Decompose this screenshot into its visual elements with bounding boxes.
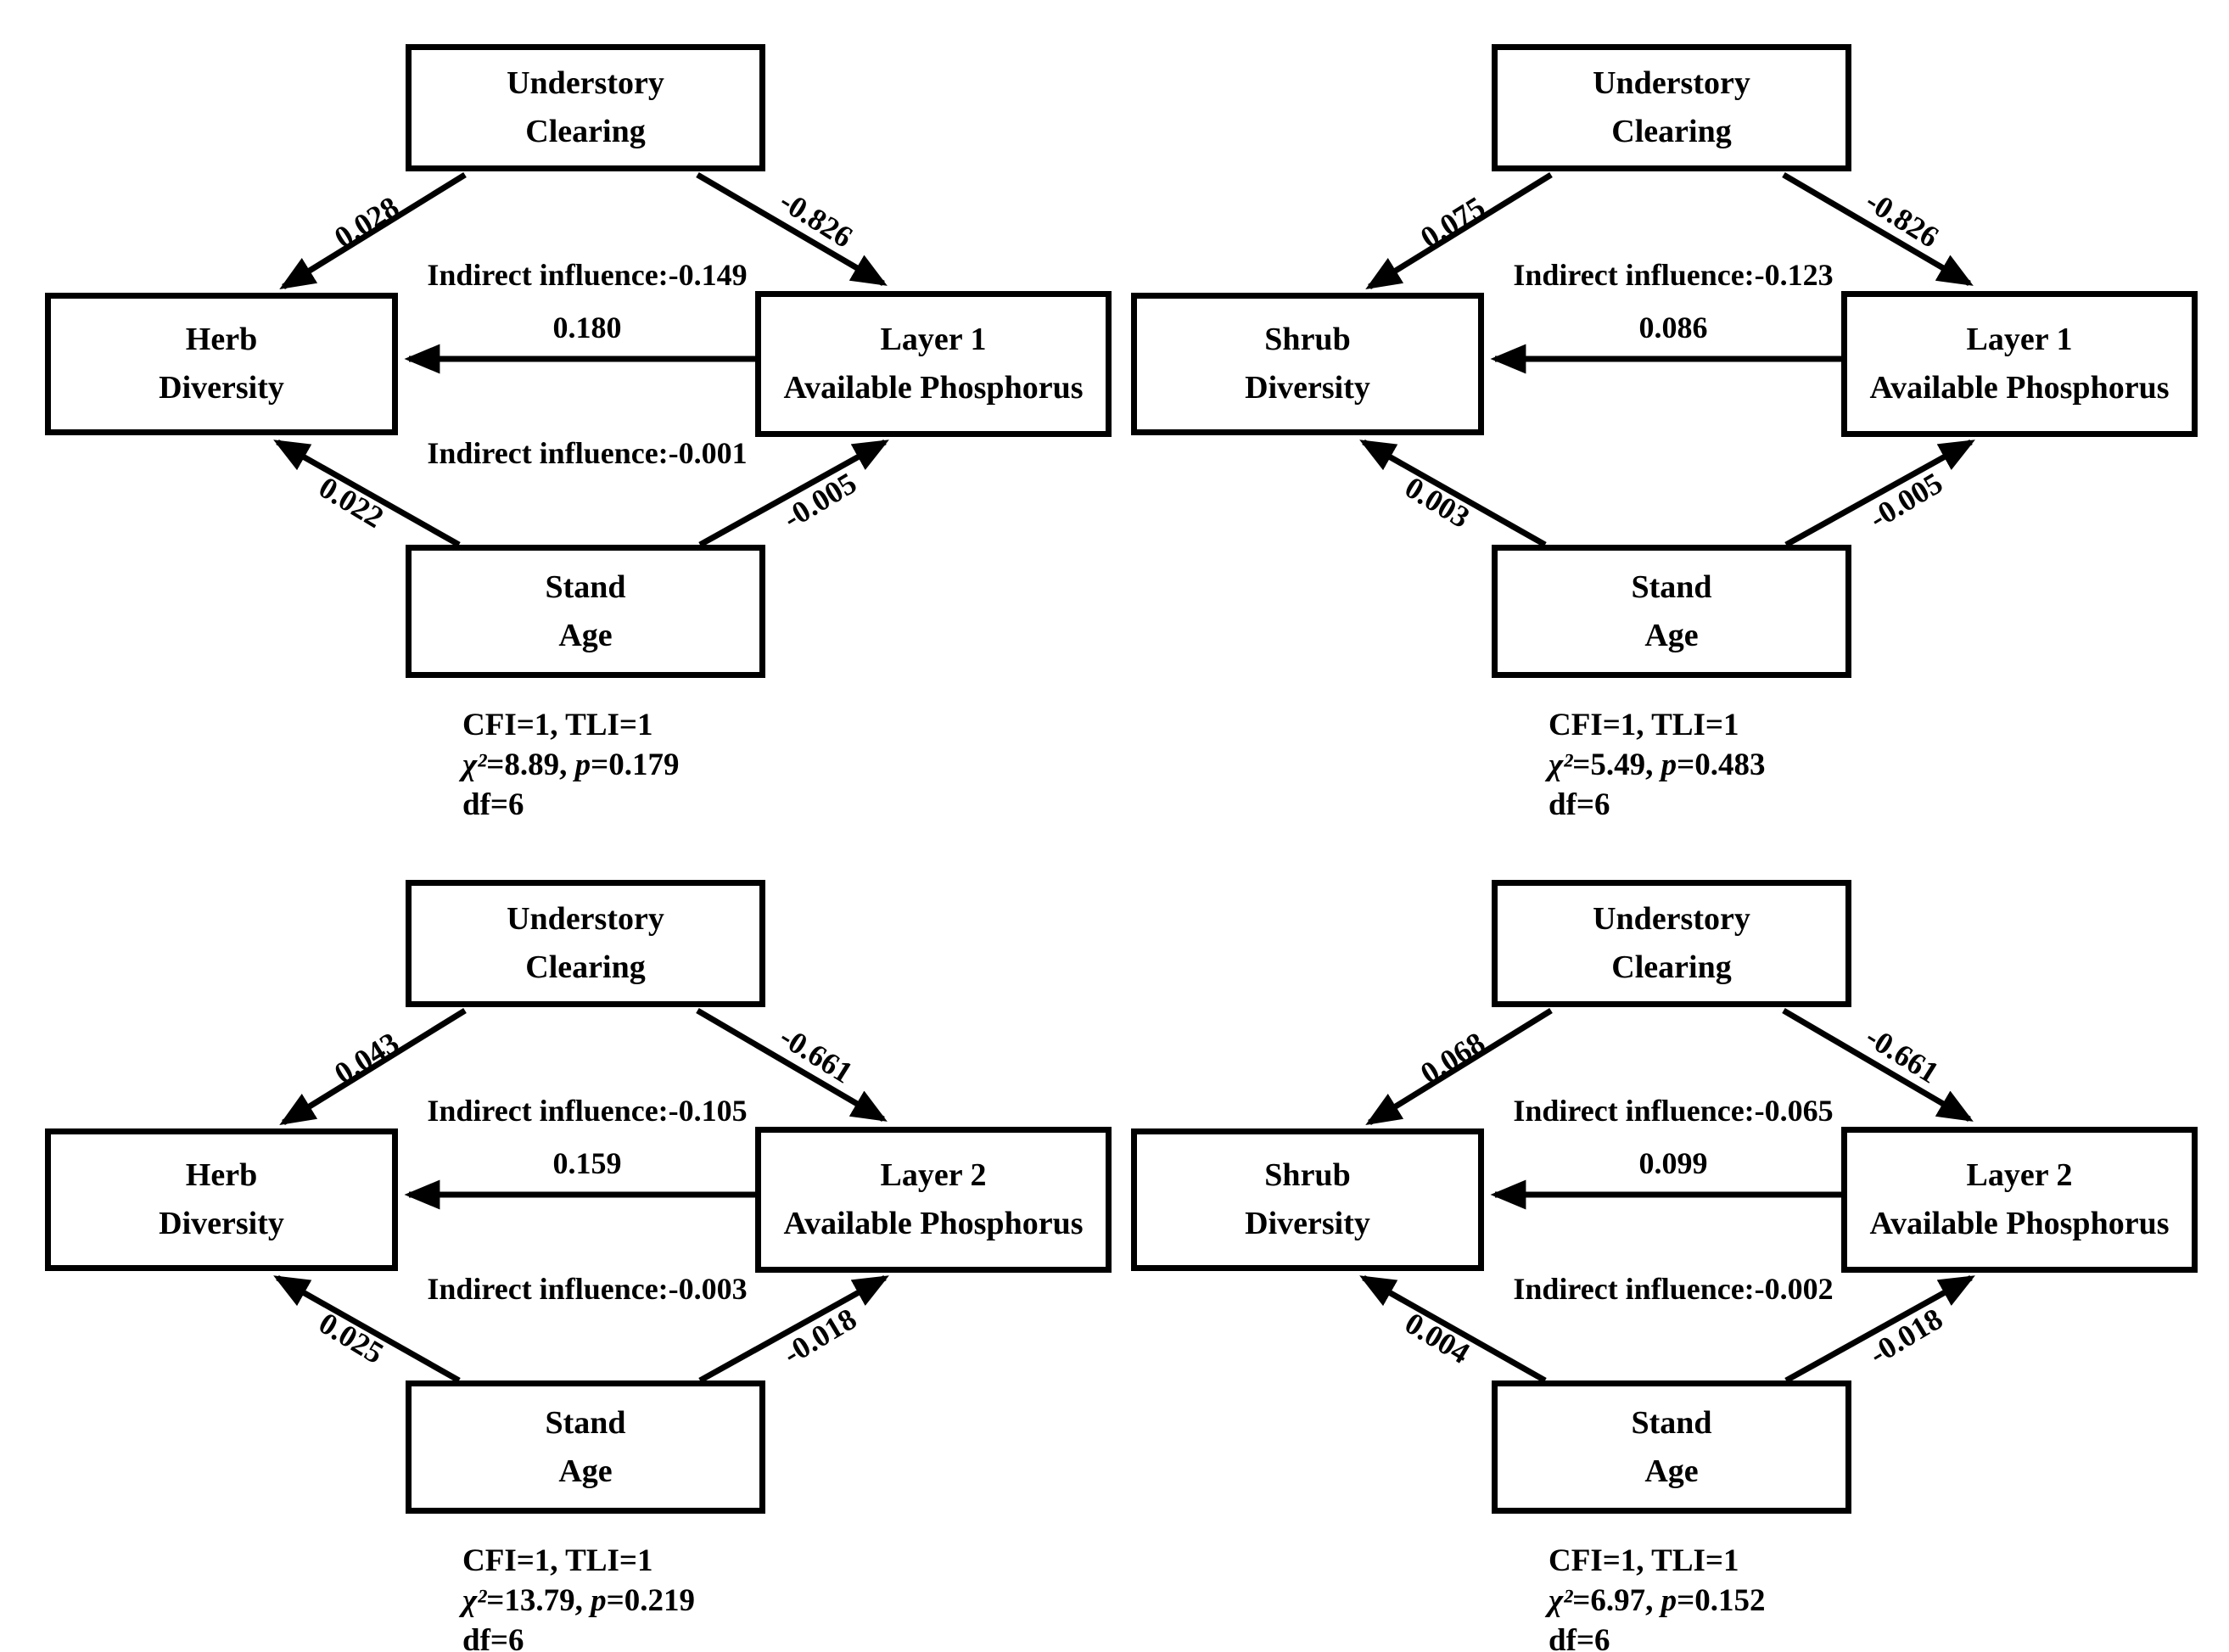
node-stand-age: Stand Age <box>1492 545 1851 678</box>
arrow-age-to-phosphorus <box>698 439 889 548</box>
node-label: Stand <box>545 568 626 605</box>
node-label: Layer 1 <box>880 322 987 357</box>
node-understory-clearing: Understory Clearing <box>406 44 765 171</box>
arrow-clearing-to-phosphorus <box>696 1007 888 1123</box>
indirect-influence-top: Indirect influence:-0.105 <box>427 1094 748 1128</box>
path-arrows <box>273 1007 889 1384</box>
node-stand-age: Stand Age <box>406 1380 765 1514</box>
sem-panel-shrub-layer2: Understory Clearing Shrub Diversity Laye… <box>1086 836 2229 1652</box>
arrow-age-to-phosphorus <box>1784 1274 1975 1384</box>
sem-panel-shrub-layer1: Understory Clearing Shrub Diversity Laye… <box>1086 0 2229 826</box>
arrow-clearing-to-diversity <box>1365 172 1553 289</box>
node-label: Clearing <box>525 114 646 149</box>
coef-label-phosphorus-diversity: 0.099 <box>1638 1146 1708 1180</box>
arrow-clearing-to-diversity <box>1365 1008 1553 1125</box>
fit-cfi-tli: CFI=1, TLI=1 <box>462 708 653 742</box>
node-understory-clearing: Understory Clearing <box>1492 880 1851 1007</box>
node-label: Clearing <box>525 949 646 985</box>
indirect-influence-top: Indirect influence:-0.149 <box>427 258 748 292</box>
arrow-age-to-diversity <box>1359 439 1547 548</box>
node-label: Diversity <box>1245 1206 1370 1241</box>
fit-chi-p: χ²=13.79, p=0.219 <box>462 1582 695 1618</box>
fit-stats: CFI=1, TLI=1 χ²=8.89, p=0.179 df=6 <box>462 706 679 826</box>
node-herb-diversity: Herb Diversity <box>45 293 398 435</box>
node-label: Age <box>558 617 613 653</box>
node-shrub-diversity: Shrub Diversity <box>1131 1128 1484 1271</box>
arrow-clearing-to-diversity <box>279 172 467 289</box>
node-herb-diversity: Herb Diversity <box>45 1128 398 1271</box>
fit-df: df=6 <box>1549 1622 1610 1652</box>
sem-panel-herb-layer1: Understory Clearing Herb Diversity Layer… <box>0 0 1143 826</box>
fit-cfi-tli: CFI=1, TLI=1 <box>1549 1543 1739 1578</box>
arrow-age-to-diversity <box>1359 1274 1547 1384</box>
fit-cfi-tli: CFI=1, TLI=1 <box>462 1543 653 1578</box>
node-label: Layer 1 <box>1966 322 2073 357</box>
sem-panel-herb-layer2: Understory Clearing Herb Diversity Layer… <box>0 836 1143 1652</box>
node-label: Understory <box>1593 901 1750 937</box>
arrow-age-to-diversity <box>273 1274 461 1384</box>
coef-label-phosphorus-diversity: 0.159 <box>552 1146 622 1180</box>
node-label: Diversity <box>159 1206 284 1241</box>
path-arrows <box>1359 1007 1975 1384</box>
arrow-clearing-to-phosphorus <box>1782 171 1974 287</box>
arrow-age-to-phosphorus <box>1784 439 1975 548</box>
path-arrows <box>1359 171 1975 548</box>
coef-label-phosphorus-diversity: 0.086 <box>1638 311 1708 344</box>
node-label: Herb <box>185 322 258 357</box>
node-label: Clearing <box>1611 949 1732 985</box>
node-layer2-available-phosphorus: Layer 2 Available Phosphorus <box>755 1127 1112 1273</box>
node-stand-age: Stand Age <box>1492 1380 1851 1514</box>
fit-cfi-tli: CFI=1, TLI=1 <box>1549 708 1739 742</box>
node-label: Stand <box>1631 568 1712 605</box>
arrow-clearing-to-diversity <box>279 1008 467 1125</box>
node-label: Diversity <box>1245 370 1370 406</box>
node-label: Available Phosphorus <box>783 1206 1084 1241</box>
arrow-age-to-diversity <box>273 439 461 548</box>
node-label: Herb <box>185 1157 258 1193</box>
node-label: Age <box>1644 617 1699 653</box>
node-layer1-available-phosphorus: Layer 1 Available Phosphorus <box>755 291 1112 437</box>
indirect-influence-bottom: Indirect influence:-0.001 <box>427 436 748 470</box>
node-label: Clearing <box>1611 114 1732 149</box>
node-label: Understory <box>1593 65 1750 101</box>
node-understory-clearing: Understory Clearing <box>406 880 765 1007</box>
node-label: Available Phosphorus <box>783 370 1084 406</box>
indirect-influence-top: Indirect influence:-0.065 <box>1513 1094 1834 1128</box>
path-arrows <box>273 171 889 548</box>
node-label: Shrub <box>1264 1157 1351 1193</box>
node-label: Understory <box>507 65 664 101</box>
node-label: Understory <box>507 901 664 937</box>
node-label: Available Phosphorus <box>1869 370 2170 406</box>
node-label: Layer 2 <box>880 1157 987 1193</box>
arrow-age-to-phosphorus <box>698 1274 889 1384</box>
node-label: Diversity <box>159 370 284 406</box>
arrow-clearing-to-phosphorus <box>696 171 888 287</box>
indirect-influence-bottom: Indirect influence:-0.002 <box>1513 1272 1834 1306</box>
node-layer2-available-phosphorus: Layer 2 Available Phosphorus <box>1841 1127 2198 1273</box>
indirect-influence-bottom: Indirect influence:-0.003 <box>427 1272 748 1306</box>
fit-chi-p: χ²=8.89, p=0.179 <box>462 747 680 782</box>
arrow-clearing-to-phosphorus <box>1782 1007 1974 1123</box>
fit-stats: CFI=1, TLI=1 χ²=13.79, p=0.219 df=6 <box>462 1542 695 1652</box>
fit-df: df=6 <box>462 787 524 822</box>
node-label: Age <box>1644 1453 1699 1489</box>
fit-chi-p: χ²=5.49, p=0.483 <box>1549 747 1766 782</box>
coef-label-phosphorus-diversity: 0.180 <box>552 311 622 344</box>
node-label: Age <box>558 1453 613 1489</box>
fit-stats: CFI=1, TLI=1 χ²=5.49, p=0.483 df=6 <box>1549 706 1765 826</box>
node-layer1-available-phosphorus: Layer 1 Available Phosphorus <box>1841 291 2198 437</box>
fit-df: df=6 <box>1549 787 1610 822</box>
node-label: Layer 2 <box>1966 1157 2073 1193</box>
node-shrub-diversity: Shrub Diversity <box>1131 293 1484 435</box>
indirect-influence-top: Indirect influence:-0.123 <box>1513 258 1834 292</box>
node-label: Stand <box>545 1404 626 1441</box>
node-label: Stand <box>1631 1404 1712 1441</box>
fit-chi-p: χ²=6.97, p=0.152 <box>1549 1582 1766 1618</box>
fit-stats: CFI=1, TLI=1 χ²=6.97, p=0.152 df=6 <box>1549 1542 1765 1652</box>
node-label: Shrub <box>1264 322 1351 357</box>
node-stand-age: Stand Age <box>406 545 765 678</box>
fit-df: df=6 <box>462 1622 524 1652</box>
node-label: Available Phosphorus <box>1869 1206 2170 1241</box>
node-understory-clearing: Understory Clearing <box>1492 44 1851 171</box>
